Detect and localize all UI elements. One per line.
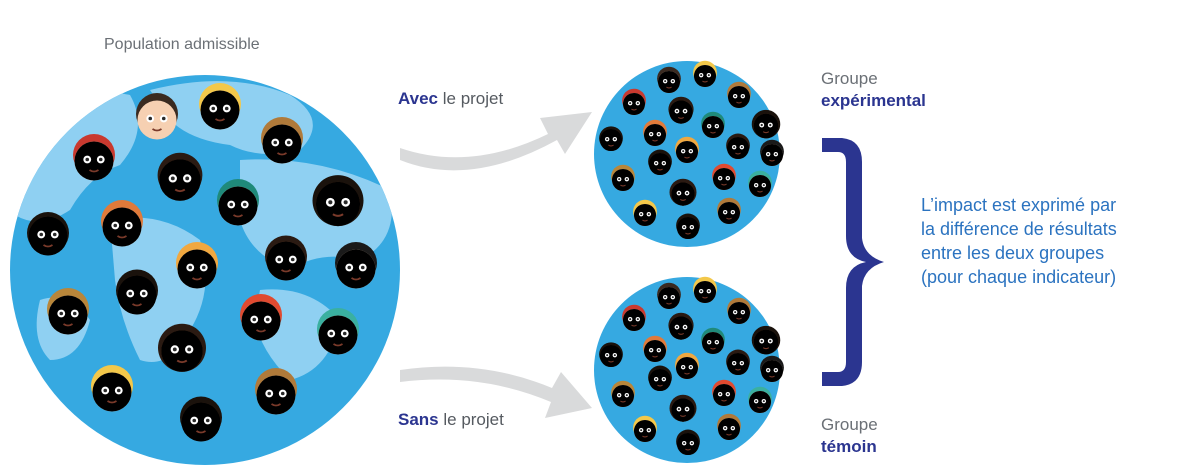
face-icon <box>158 323 206 373</box>
control-group-line2: témoin <box>821 437 877 456</box>
face-icon <box>751 325 781 355</box>
face-icon <box>657 66 681 94</box>
face-icon <box>668 312 694 341</box>
control-group-label: Groupe témoin <box>821 414 878 458</box>
arrow-with-project <box>400 112 592 171</box>
face-icon <box>255 368 297 416</box>
face-icon <box>648 149 672 176</box>
experimental-group-line2: expérimental <box>821 91 926 110</box>
face-icon <box>47 288 89 336</box>
face-icon <box>199 83 241 131</box>
face-icon <box>622 88 646 116</box>
face-icon <box>675 352 699 380</box>
face-icon <box>701 327 725 355</box>
face-icon <box>727 81 751 109</box>
curved-arrow-icon <box>400 366 592 418</box>
face-icon <box>669 394 697 423</box>
without-project-strong: Sans <box>398 410 439 429</box>
without-project-rest: le projet <box>438 410 504 429</box>
face-icon <box>265 235 307 282</box>
face-icon <box>136 93 178 141</box>
face-icon <box>91 365 133 413</box>
impact-line: L’impact est exprimé par <box>921 195 1117 215</box>
face-icon <box>712 379 736 407</box>
face-icon <box>676 213 700 240</box>
face-icon <box>712 163 736 191</box>
with-project-label: Avec le projet <box>398 89 503 109</box>
face-icon <box>676 429 700 456</box>
face-icon <box>643 119 667 147</box>
face-icon <box>760 355 784 383</box>
population-label: Population admissible <box>104 36 260 53</box>
face-icon <box>751 109 781 139</box>
face-icon <box>157 152 203 202</box>
control-faces <box>599 276 784 456</box>
experimental-faces <box>599 60 784 240</box>
face-icon <box>599 342 623 368</box>
face-icon <box>633 415 657 443</box>
impact-line: la différence de résultats <box>921 219 1117 239</box>
face-icon <box>317 308 359 356</box>
impact-line: (pour chaque indicateur) <box>921 267 1117 287</box>
face-icon <box>643 335 667 363</box>
face-icon <box>116 269 158 316</box>
population-faces <box>27 83 377 443</box>
face-icon <box>217 179 259 227</box>
face-icon <box>701 111 725 139</box>
face-icon <box>760 139 784 167</box>
face-icon <box>657 282 681 310</box>
face-icon <box>261 117 303 165</box>
face-icon <box>669 178 697 207</box>
face-icon <box>73 134 115 182</box>
face-icon <box>668 96 694 125</box>
face-icon <box>335 242 377 290</box>
curved-arrow-icon <box>400 112 592 171</box>
face-icon <box>726 133 750 160</box>
arrow-without-project <box>400 366 592 418</box>
face-icon <box>748 386 772 414</box>
impact-line: entre les deux groupes <box>921 243 1105 263</box>
face-icon <box>675 136 699 164</box>
face-icon <box>748 170 772 198</box>
face-icon <box>176 242 218 290</box>
face-icon <box>27 212 69 257</box>
face-icon <box>101 200 143 248</box>
control-group-line1: Groupe <box>821 415 878 434</box>
face-icon <box>611 380 635 408</box>
face-icon <box>180 396 222 443</box>
face-icon <box>611 164 635 192</box>
face-icon <box>599 126 623 152</box>
group-comparison-brace <box>822 138 884 386</box>
experimental-group-line1: Groupe <box>821 69 878 88</box>
curly-brace-icon <box>822 138 884 386</box>
face-icon <box>717 197 741 225</box>
face-icon <box>648 365 672 392</box>
face-icon <box>240 294 282 342</box>
experimental-group-label: Groupe expérimental <box>821 68 926 112</box>
with-project-rest: le projet <box>438 89 504 108</box>
face-icon <box>726 349 750 376</box>
face-icon <box>693 276 717 304</box>
face-icon <box>693 60 717 88</box>
with-project-strong: Avec <box>398 89 439 108</box>
face-icon <box>727 297 751 325</box>
face-icon <box>717 413 741 441</box>
face-icon <box>622 304 646 332</box>
impact-explanation: L’impact est exprimé par la différence d… <box>921 193 1183 289</box>
without-project-label: Sans le projet <box>398 410 504 430</box>
face-icon <box>312 175 364 228</box>
face-icon <box>633 199 657 227</box>
